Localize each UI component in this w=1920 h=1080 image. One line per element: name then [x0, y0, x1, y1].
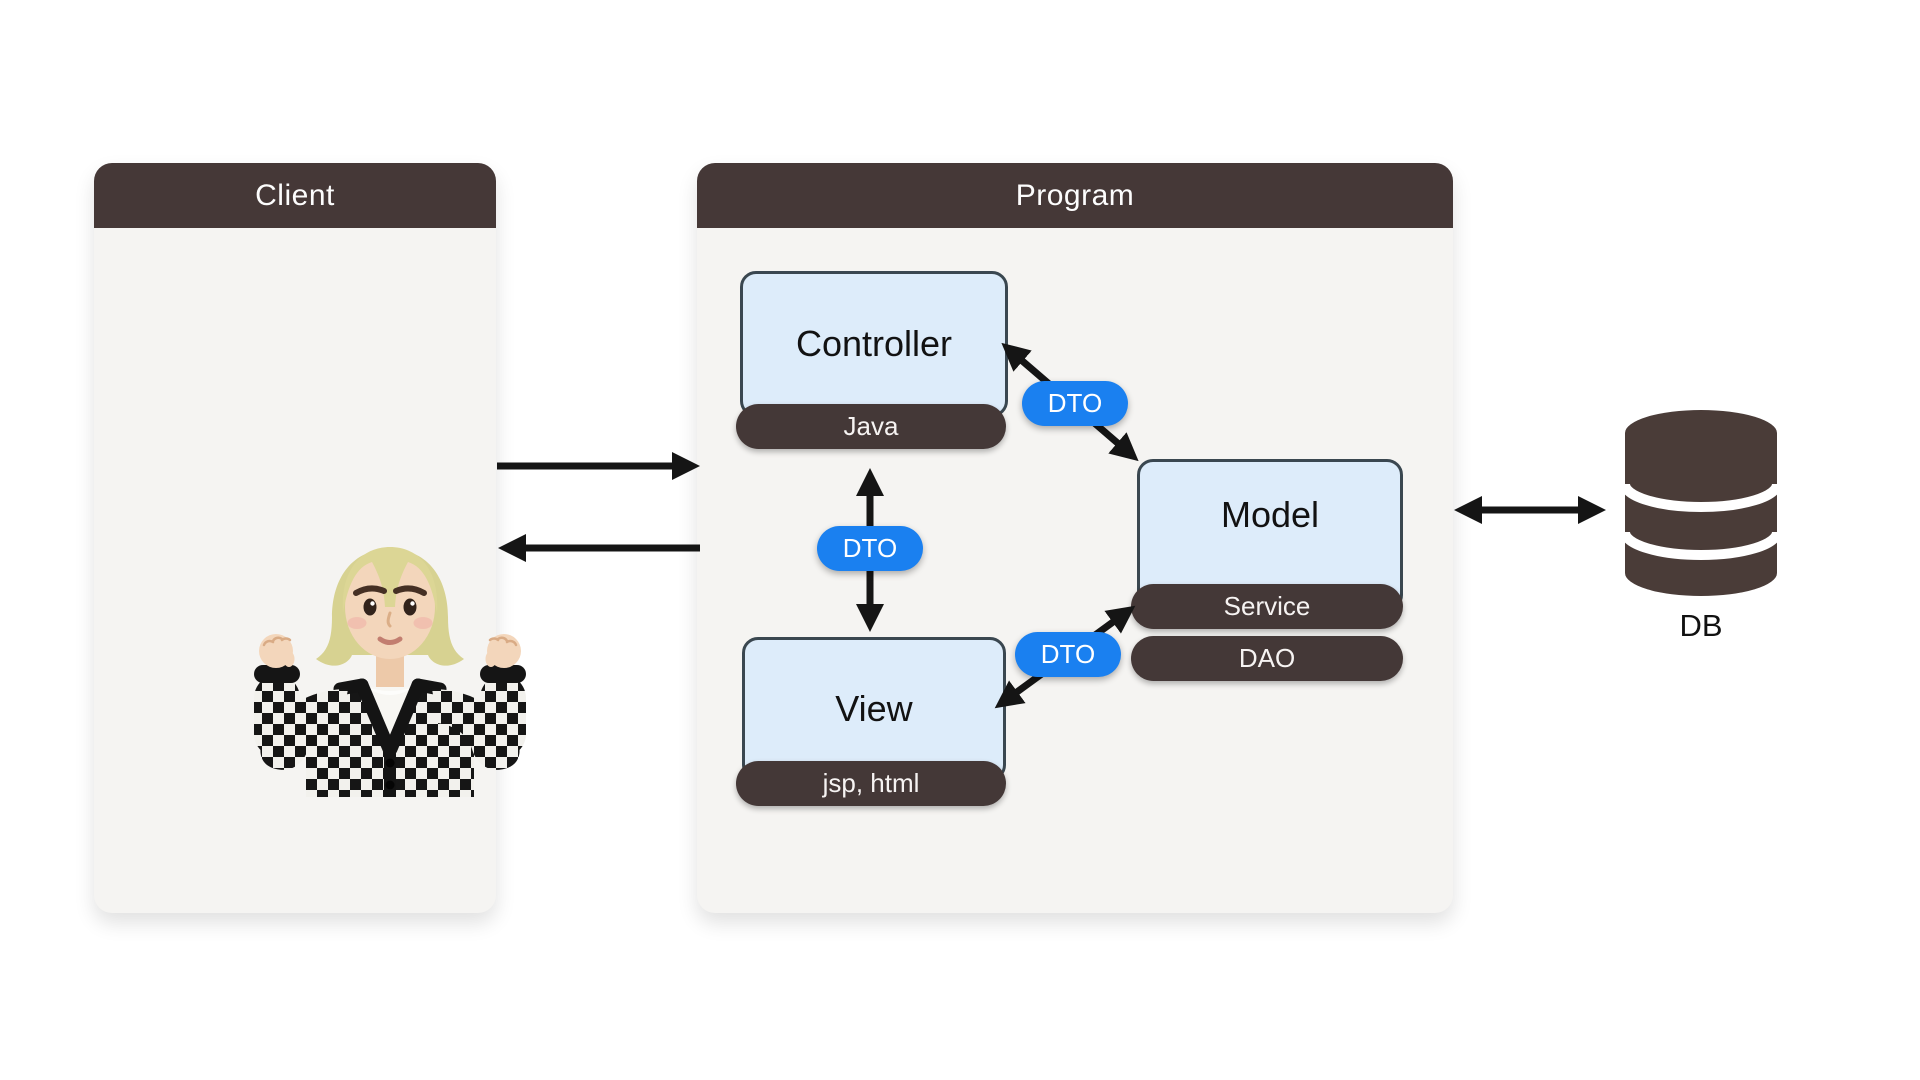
controller-tech-label: Java: [843, 411, 899, 441]
view-title: View: [835, 688, 913, 729]
client-panel-header: Client: [94, 163, 496, 228]
database-label: DB: [1679, 608, 1723, 643]
model-dao-pill: DAO: [1131, 636, 1403, 681]
dto-badge-controller-model: DTO: [1022, 381, 1128, 426]
view-tech-pill: jsp, html: [736, 761, 1006, 806]
program-panel-header: Program: [697, 163, 1453, 228]
database-cylinder-icon: [1625, 410, 1777, 596]
dto-badge-view-model: DTO: [1015, 632, 1121, 677]
model-service-label: Service: [1223, 591, 1311, 621]
controller-title: Controller: [795, 323, 953, 364]
model-service-pill: Service: [1131, 584, 1403, 629]
model-title: Model: [1220, 494, 1320, 535]
client-panel-title: Client: [255, 178, 335, 212]
client-panel: Client: [94, 163, 526, 913]
dto-label: DTO: [1040, 639, 1096, 669]
model-dao-label: DAO: [1238, 643, 1296, 673]
view-node: View: [742, 637, 1006, 781]
controller-tech-pill: Java: [736, 404, 1006, 449]
view-tech-label: jsp, html: [822, 768, 920, 798]
dto-label: DTO: [842, 533, 898, 563]
dto-badge-controller-view: DTO: [817, 526, 923, 571]
client-user-avatar: [254, 547, 526, 797]
dto-label: DTO: [1047, 388, 1103, 418]
controller-node: Controller: [740, 271, 1008, 417]
program-panel-title: Program: [1015, 178, 1135, 212]
